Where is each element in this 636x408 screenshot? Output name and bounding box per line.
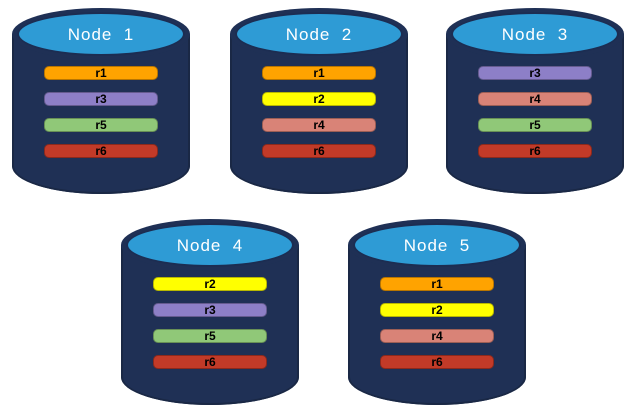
replica-bar: r1 bbox=[380, 277, 494, 291]
replica-bar: r3 bbox=[478, 66, 592, 80]
db-node-1: Node 1 r1 r3 r5 r6 bbox=[12, 8, 190, 194]
replica-bar: r4 bbox=[380, 329, 494, 343]
replica-bar: r6 bbox=[153, 355, 267, 369]
node-title: Node 2 bbox=[285, 25, 353, 44]
replica-bar: r2 bbox=[153, 277, 267, 291]
db-node-3: Node 3 r3 r4 r5 r6 bbox=[446, 8, 624, 194]
cylinder-body bbox=[446, 34, 624, 194]
replica-list: r1 r3 r5 r6 bbox=[44, 66, 158, 170]
replica-list: r1 r2 r4 r6 bbox=[380, 277, 494, 381]
replica-bar: r4 bbox=[262, 118, 376, 132]
node-title: Node 1 bbox=[67, 25, 135, 44]
replica-bar: r6 bbox=[380, 355, 494, 369]
replica-bar: r6 bbox=[478, 144, 592, 158]
replica-bar: r2 bbox=[262, 92, 376, 106]
replica-list: r3 r4 r5 r6 bbox=[478, 66, 592, 170]
replica-bar: r2 bbox=[380, 303, 494, 317]
replica-list: r2 r3 r5 r6 bbox=[153, 277, 267, 381]
cylinder-body bbox=[121, 245, 299, 405]
cylinder-top: Node 4 bbox=[126, 223, 294, 267]
cylinder-top: Node 3 bbox=[451, 12, 619, 56]
cylinder-body bbox=[348, 245, 526, 405]
replica-bar: r3 bbox=[153, 303, 267, 317]
replica-bar: r5 bbox=[44, 118, 158, 132]
cylinder-top: Node 5 bbox=[353, 223, 521, 267]
replica-bar: r4 bbox=[478, 92, 592, 106]
replica-bar: r6 bbox=[262, 144, 376, 158]
replica-bar: r6 bbox=[44, 144, 158, 158]
replica-list: r1 r2 r4 r6 bbox=[262, 66, 376, 170]
cylinder-top: Node 1 bbox=[17, 12, 185, 56]
cylinder-body bbox=[12, 34, 190, 194]
db-node-5: Node 5 r1 r2 r4 r6 bbox=[348, 219, 526, 405]
cylinder-body bbox=[230, 34, 408, 194]
replica-bar: r5 bbox=[153, 329, 267, 343]
replica-bar: r5 bbox=[478, 118, 592, 132]
db-node-2: Node 2 r1 r2 r4 r6 bbox=[230, 8, 408, 194]
node-title: Node 4 bbox=[176, 236, 244, 255]
replica-bar: r1 bbox=[262, 66, 376, 80]
node-title: Node 5 bbox=[403, 236, 471, 255]
cylinder-top: Node 2 bbox=[235, 12, 403, 56]
db-node-4: Node 4 r2 r3 r5 r6 bbox=[121, 219, 299, 405]
node-title: Node 3 bbox=[501, 25, 569, 44]
replica-bar: r1 bbox=[44, 66, 158, 80]
replica-bar: r3 bbox=[44, 92, 158, 106]
